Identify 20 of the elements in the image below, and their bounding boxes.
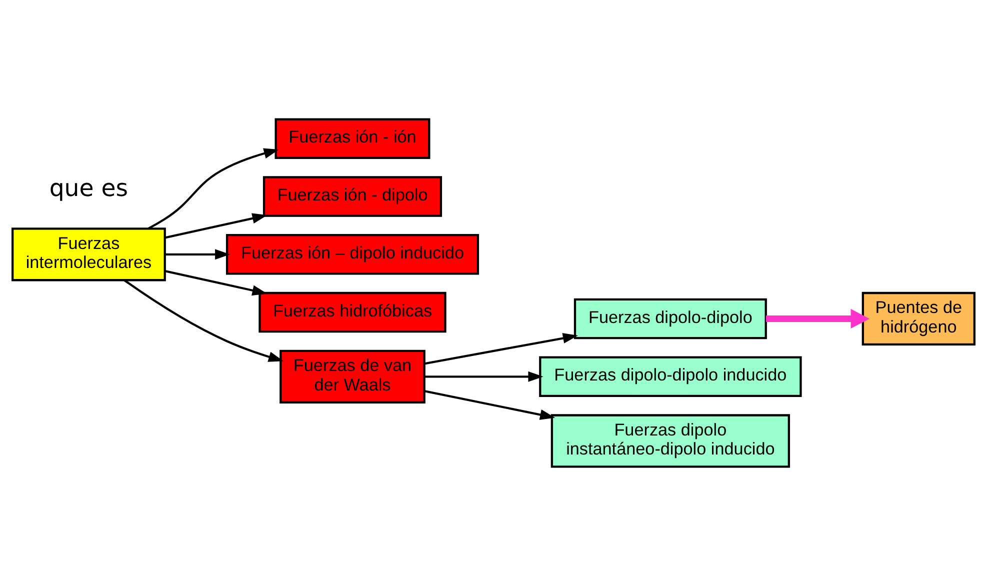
label: que es (49, 174, 128, 202)
arrow (124, 279, 284, 362)
node-box: Fuerzas ión - dipolo (262, 176, 442, 217)
node-box: Fuerzas intermoleculares (12, 228, 166, 282)
arrow (424, 390, 556, 420)
arrow (164, 213, 268, 239)
arrow (164, 270, 268, 296)
arrow (165, 249, 230, 260)
arrow (766, 308, 870, 329)
node-box: Fuerzas hidrofóbicas (258, 292, 446, 333)
node-box: Fuerzas de van der Waals (280, 350, 426, 404)
node-box: Fuerzas dipolo-dipolo (574, 298, 767, 340)
node-box: Puentes de hidrógeno (862, 292, 976, 346)
node-box: Fuerzas ión - ión (274, 118, 430, 159)
node-box: Fuerzas dipolo instantáneo-dipolo inducido (550, 414, 790, 468)
node-box: Fuerzas ión – dipolo inducido (226, 234, 480, 275)
arrow (148, 148, 279, 230)
node-box: Fuerzas dipolo-dipolo inducido (539, 356, 802, 398)
arrow (424, 371, 544, 382)
arrow (424, 333, 578, 365)
